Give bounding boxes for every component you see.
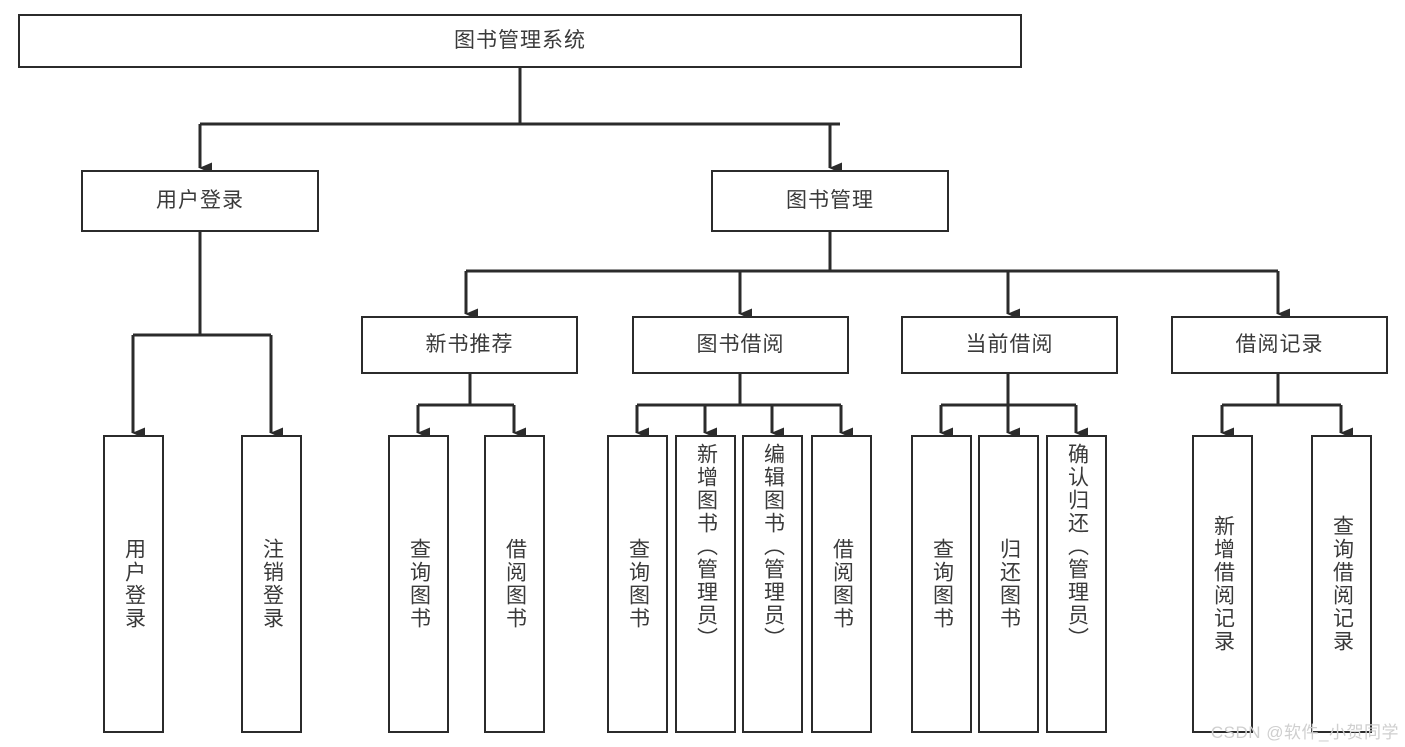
node-book-borrow[interactable]: 图书借阅	[632, 316, 849, 374]
watermark-text: CSDN @软件_小贺同学	[1210, 723, 1399, 742]
node-current-borrow[interactable]: 当前借阅	[901, 316, 1118, 374]
node-leaf-logout[interactable]: 注销登录	[241, 435, 302, 733]
node-leaf-add-record[interactable]: 新增借阅记录	[1192, 435, 1253, 733]
node-book-manage-label: 图书管理	[786, 188, 874, 212]
node-leaf-borrow-book-2[interactable]: 借阅图书	[811, 435, 872, 733]
node-leaf-borrow-book-1[interactable]: 借阅图书	[484, 435, 545, 733]
node-leaf-query-book-2-label: 查询图书	[626, 538, 650, 630]
node-leaf-add-record-label: 新增借阅记录	[1211, 515, 1235, 653]
node-leaf-user-login-label: 用户登录	[122, 538, 146, 630]
node-user-login[interactable]: 用户登录	[81, 170, 319, 232]
node-leaf-query-book-3[interactable]: 查询图书	[911, 435, 972, 733]
node-leaf-query-record[interactable]: 查询借阅记录	[1311, 435, 1372, 733]
node-leaf-add-book-label: 新增图书（管理员）	[694, 443, 718, 650]
node-leaf-query-book-2[interactable]: 查询图书	[607, 435, 668, 733]
node-leaf-return-book[interactable]: 归还图书	[978, 435, 1039, 733]
node-leaf-confirm-return[interactable]: 确认归还（管理员）	[1046, 435, 1107, 733]
node-leaf-borrow-book-1-label: 借阅图书	[503, 538, 527, 630]
node-leaf-user-login[interactable]: 用户登录	[103, 435, 164, 733]
node-book-borrow-label: 图书借阅	[696, 332, 785, 356]
node-current-borrow-label: 当前借阅	[965, 332, 1054, 356]
node-leaf-return-book-label: 归还图书	[997, 538, 1021, 630]
node-leaf-query-book-1-label: 查询图书	[407, 538, 431, 630]
node-new-book-recommend[interactable]: 新书推荐	[361, 316, 578, 374]
node-user-login-label: 用户登录	[156, 188, 244, 212]
node-leaf-edit-book-label: 编辑图书（管理员）	[761, 443, 785, 650]
node-root-label: 图书管理系统	[454, 28, 586, 52]
node-leaf-borrow-book-2-label: 借阅图书	[830, 538, 854, 630]
node-book-manage[interactable]: 图书管理	[711, 170, 949, 232]
node-borrow-record[interactable]: 借阅记录	[1171, 316, 1388, 374]
node-root[interactable]: 图书管理系统	[18, 14, 1022, 68]
node-leaf-query-book-3-label: 查询图书	[930, 538, 954, 630]
node-leaf-query-book-1[interactable]: 查询图书	[388, 435, 449, 733]
node-leaf-query-record-label: 查询借阅记录	[1330, 515, 1354, 653]
node-leaf-confirm-return-label: 确认归还（管理员）	[1065, 443, 1089, 650]
node-leaf-add-book[interactable]: 新增图书（管理员）	[675, 435, 736, 733]
node-leaf-edit-book[interactable]: 编辑图书（管理员）	[742, 435, 803, 733]
node-new-book-recommend-label: 新书推荐	[425, 332, 514, 356]
node-leaf-logout-label: 注销登录	[260, 538, 284, 630]
node-borrow-record-label: 借阅记录	[1235, 332, 1324, 356]
